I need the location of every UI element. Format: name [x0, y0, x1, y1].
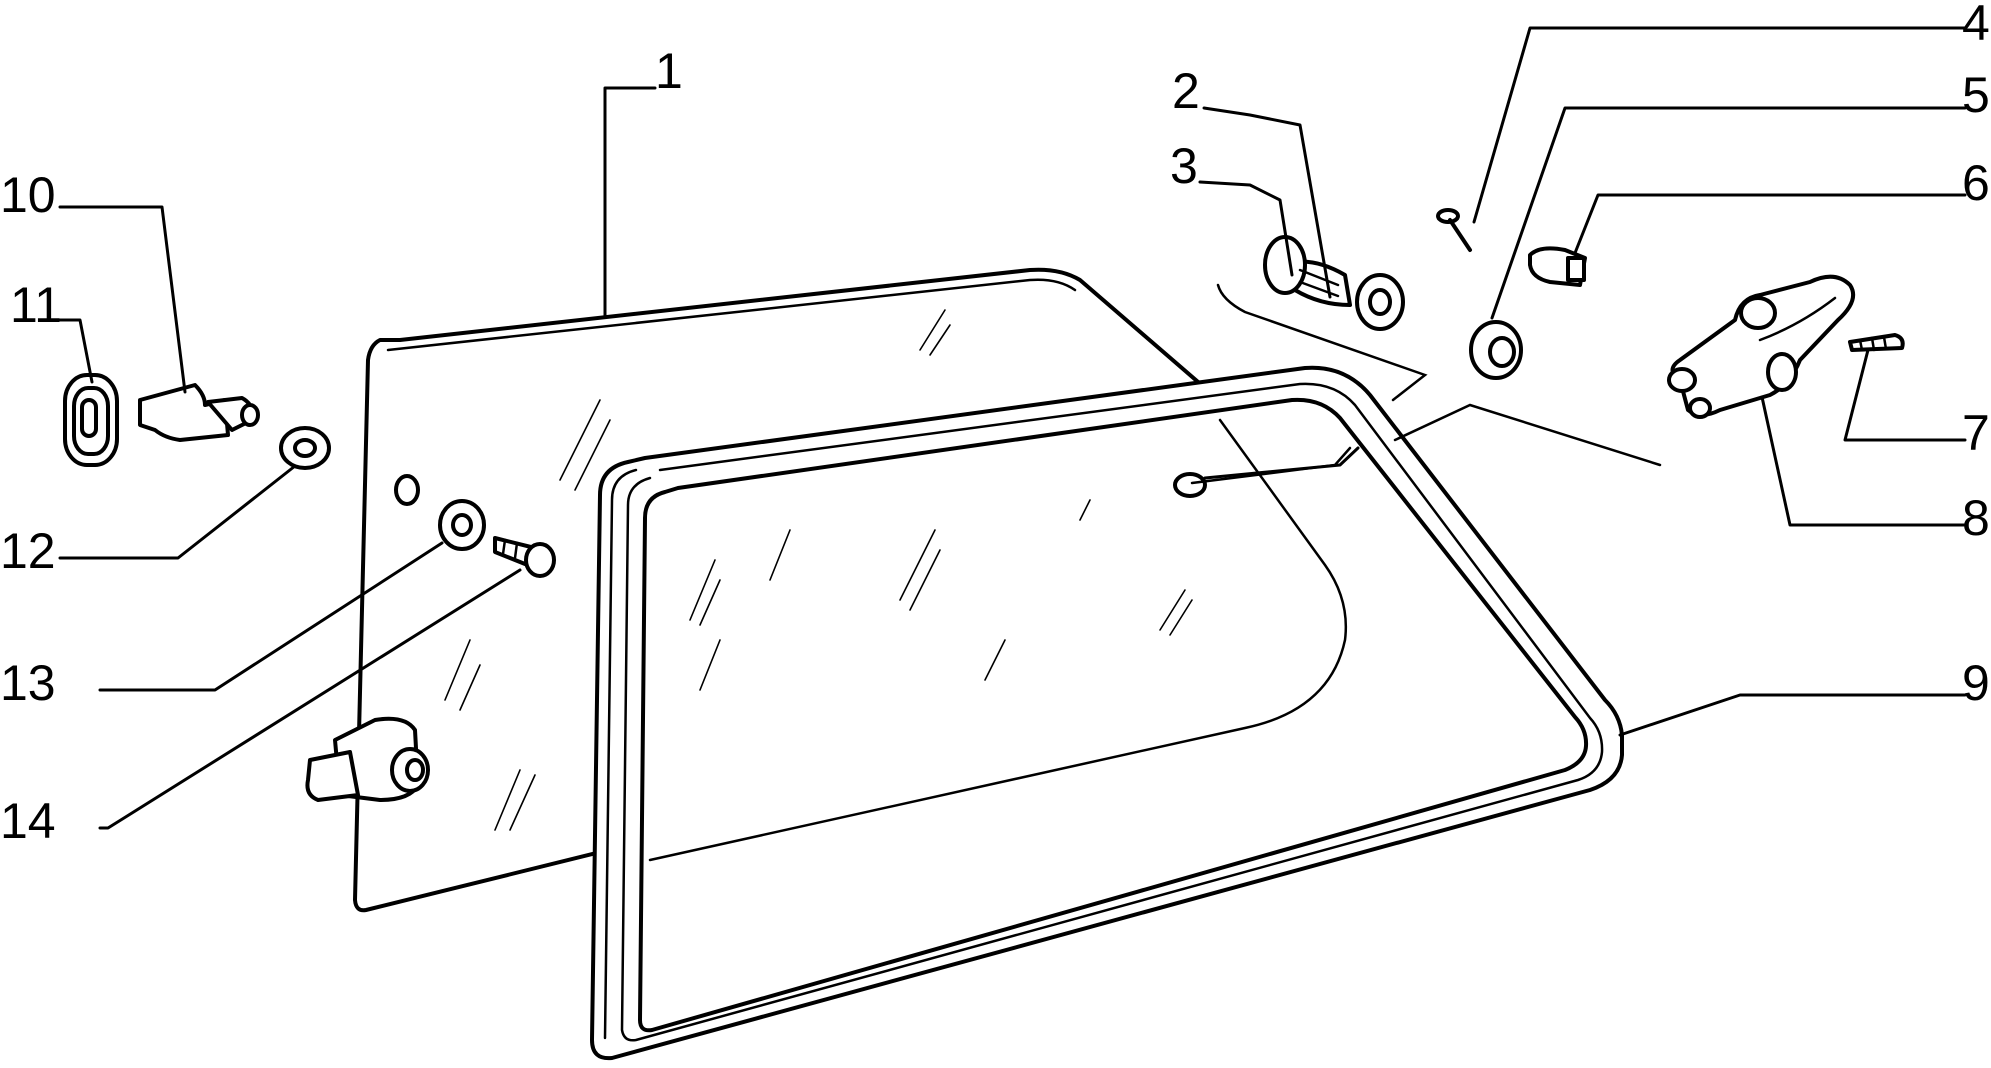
- leader-5: [1490, 106, 1967, 320]
- callout-9: 9: [1962, 655, 1990, 711]
- part-8-hinge-bracket: [1667, 274, 1855, 419]
- part-3-mounting-stud: [1263, 235, 1352, 307]
- part-9-seal-frame: [590, 365, 1624, 1061]
- callout-5: 5: [1962, 67, 1990, 123]
- callout-13: 13: [0, 655, 56, 711]
- callout-3: 3: [1170, 138, 1198, 194]
- leader-lines: [58, 26, 1967, 830]
- part-13-bushing: [438, 499, 486, 551]
- leader-8: [1760, 395, 1967, 527]
- callout-1: 1: [655, 43, 683, 99]
- part-12-washer: [279, 426, 331, 470]
- callout-6: 6: [1962, 155, 1990, 211]
- part-7-screw: [1848, 333, 1905, 352]
- callout-12: 12: [0, 523, 56, 579]
- leader-7: [1843, 348, 1967, 442]
- leader-10: [58, 205, 187, 394]
- leader-2: [1202, 106, 1332, 299]
- leader-12: [58, 464, 297, 560]
- part-6-clip-nut: [1528, 246, 1587, 287]
- callout-14: 14: [0, 793, 56, 849]
- part-2-washer: [1355, 273, 1405, 331]
- part-5-grommet: [1469, 320, 1523, 380]
- callout-10: 10: [0, 167, 56, 223]
- glass-latch-assembly: [305, 716, 430, 802]
- leader-6: [1573, 193, 1967, 255]
- callout-4: 4: [1962, 0, 1990, 51]
- part-10-latch-catch: [138, 383, 260, 442]
- part-11-cap: [63, 373, 119, 467]
- callout-7: 7: [1962, 405, 1990, 461]
- leader-4: [1472, 26, 1967, 224]
- leader-1: [603, 86, 657, 319]
- leader-3: [1198, 180, 1294, 277]
- leader-13: [98, 541, 444, 692]
- callout-11: 11: [10, 277, 62, 333]
- leader-9: [1618, 693, 1967, 737]
- leader-9b: [1203, 446, 1360, 480]
- part-14-screw: [493, 536, 556, 578]
- callout-numbers: 1 2 3 4 5 6 7 8 9 10 11 12 13 14: [0, 0, 1990, 849]
- leader-14: [98, 568, 522, 830]
- part-4-screw: [1436, 208, 1472, 252]
- callout-2: 2: [1172, 63, 1200, 119]
- callout-8: 8: [1962, 490, 1990, 546]
- leader-11: [58, 318, 94, 384]
